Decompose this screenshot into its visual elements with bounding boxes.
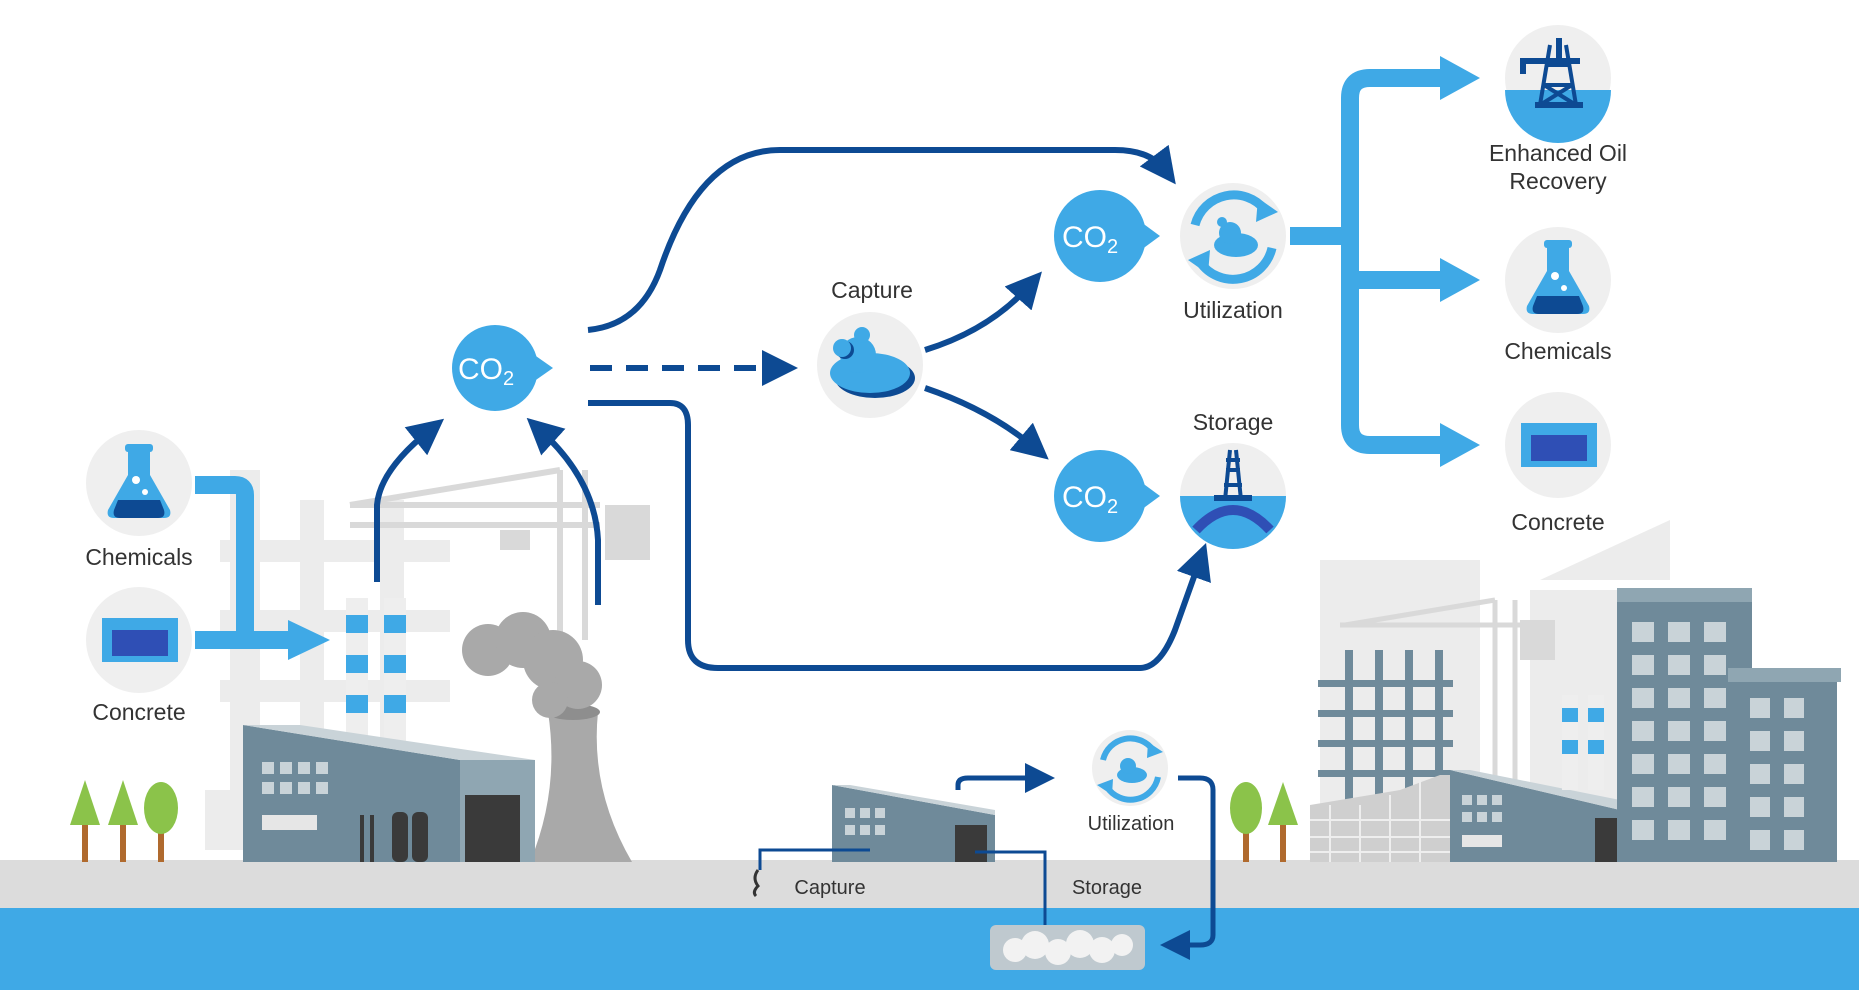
building-window: [1632, 820, 1654, 840]
building-window: [1668, 754, 1690, 774]
building-window: [1668, 820, 1690, 840]
building-window: [1704, 721, 1726, 741]
co2-bubble-main: CO2: [452, 325, 553, 411]
chemicals-icon-right: [1505, 227, 1611, 333]
smokestacks: [346, 598, 406, 750]
cooling-tower: [462, 612, 632, 862]
co2-label-main: CO2: [458, 353, 514, 390]
storage-reservoir: [990, 925, 1145, 970]
building-window: [1784, 830, 1804, 850]
crane-right: [1340, 597, 1530, 780]
co2-bubble-lower: CO2: [1054, 450, 1160, 542]
storage-label-bottom: Storage: [1072, 877, 1142, 899]
building-window: [1750, 731, 1770, 751]
utilization-icon: [1180, 183, 1286, 289]
crane-left: [349, 467, 600, 640]
crane-weight: [605, 505, 650, 560]
building-window: [1632, 754, 1654, 774]
building-window: [1784, 764, 1804, 784]
building-window: [1668, 688, 1690, 708]
drill-bit-icon: [752, 869, 760, 898]
building-window: [1784, 698, 1804, 718]
ground: [0, 860, 1859, 910]
building-window: [1784, 731, 1804, 751]
building-window: [1632, 622, 1654, 642]
oil-rig-icon: [1505, 25, 1611, 143]
co2-bubble-upper: CO2: [1054, 190, 1160, 282]
small-plant: [832, 785, 995, 862]
building-window: [1704, 655, 1726, 675]
output-branch-arrows: [1290, 56, 1480, 467]
capture-icon: [817, 312, 923, 418]
building-window: [1750, 698, 1770, 718]
brick-wall: [1310, 775, 1450, 862]
building-window: [1668, 787, 1690, 807]
building-window: [1632, 688, 1654, 708]
chemicals-icon-left: [86, 430, 192, 536]
building-window: [1632, 721, 1654, 741]
eor-label-line1: Enhanced Oil: [1489, 140, 1627, 166]
factory-right: [1450, 695, 1620, 862]
pipelines: [758, 848, 1047, 935]
building-window: [1632, 655, 1654, 675]
building-window: [1668, 655, 1690, 675]
concrete-label-right: Concrete: [1511, 509, 1604, 535]
building-window: [1704, 787, 1726, 807]
building-window: [1704, 688, 1726, 708]
trees-right: [1230, 782, 1298, 862]
co2-label-upper: CO2: [1062, 221, 1118, 258]
office-small: [1728, 668, 1841, 862]
capture-label-bottom: Capture: [794, 877, 865, 899]
storage-label-top: Storage: [1193, 409, 1274, 435]
water: [0, 908, 1859, 990]
factory-left: [243, 725, 535, 862]
building-window: [1668, 721, 1690, 741]
building-window: [1750, 764, 1770, 784]
office-tower: [1617, 588, 1752, 862]
storage-icon: [1180, 443, 1286, 549]
concrete-icon-left: [86, 587, 192, 693]
building-window: [1750, 797, 1770, 817]
trees-left: [70, 780, 178, 862]
utilization-icon-small: [1092, 730, 1168, 806]
emission-arrows: [374, 417, 601, 605]
building-window: [1704, 754, 1726, 774]
utilization-label-top: Utilization: [1183, 297, 1283, 323]
capture-label-top: Capture: [831, 277, 913, 303]
building-window: [1784, 797, 1804, 817]
building-window: [1632, 787, 1654, 807]
building-window: [1668, 622, 1690, 642]
input-arrows-left: [195, 476, 330, 660]
construction-frame: [1318, 650, 1453, 800]
eor-label-line2: Recovery: [1509, 168, 1607, 194]
chemicals-label-left: Chemicals: [85, 544, 192, 570]
flow-arrows: [587, 144, 1216, 960]
crane-right-weight: [1520, 620, 1555, 660]
co2-label-lower: CO2: [1062, 481, 1118, 518]
concrete-icon-right: [1505, 392, 1611, 498]
building-window: [1750, 830, 1770, 850]
chemicals-label-right: Chemicals: [1504, 338, 1611, 364]
concrete-label-left: Concrete: [92, 699, 185, 725]
building-window: [1704, 622, 1726, 642]
building-window: [1704, 820, 1726, 840]
crane-hook: [500, 530, 530, 550]
utilization-label-bottom: Utilization: [1088, 813, 1175, 835]
